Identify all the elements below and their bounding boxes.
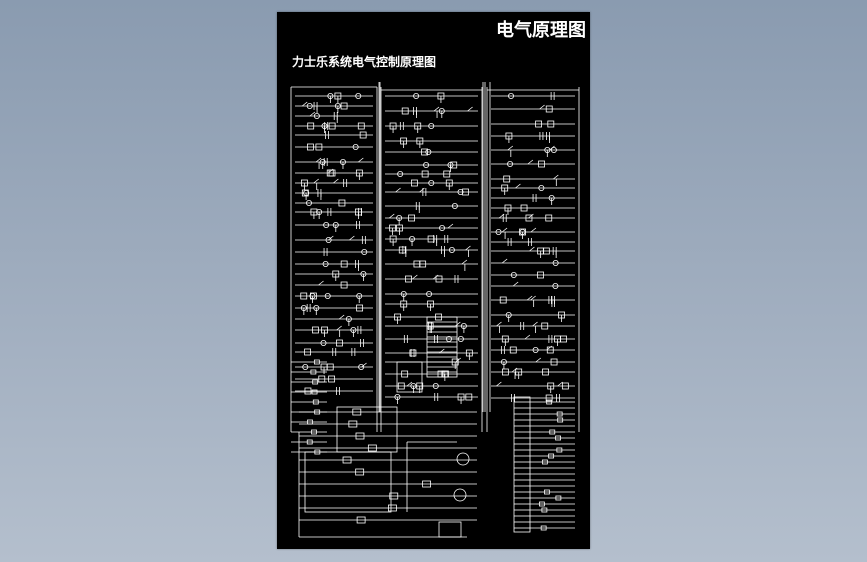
sheet-title: 电气原理图: [496, 20, 586, 41]
drawing-sheet[interactable]: 电气原理图 力士乐系统电气控制原理图: [277, 12, 590, 549]
drawing-title: 力士乐系统电气控制原理图: [292, 55, 437, 69]
schematic-canvas: [290, 82, 580, 538]
